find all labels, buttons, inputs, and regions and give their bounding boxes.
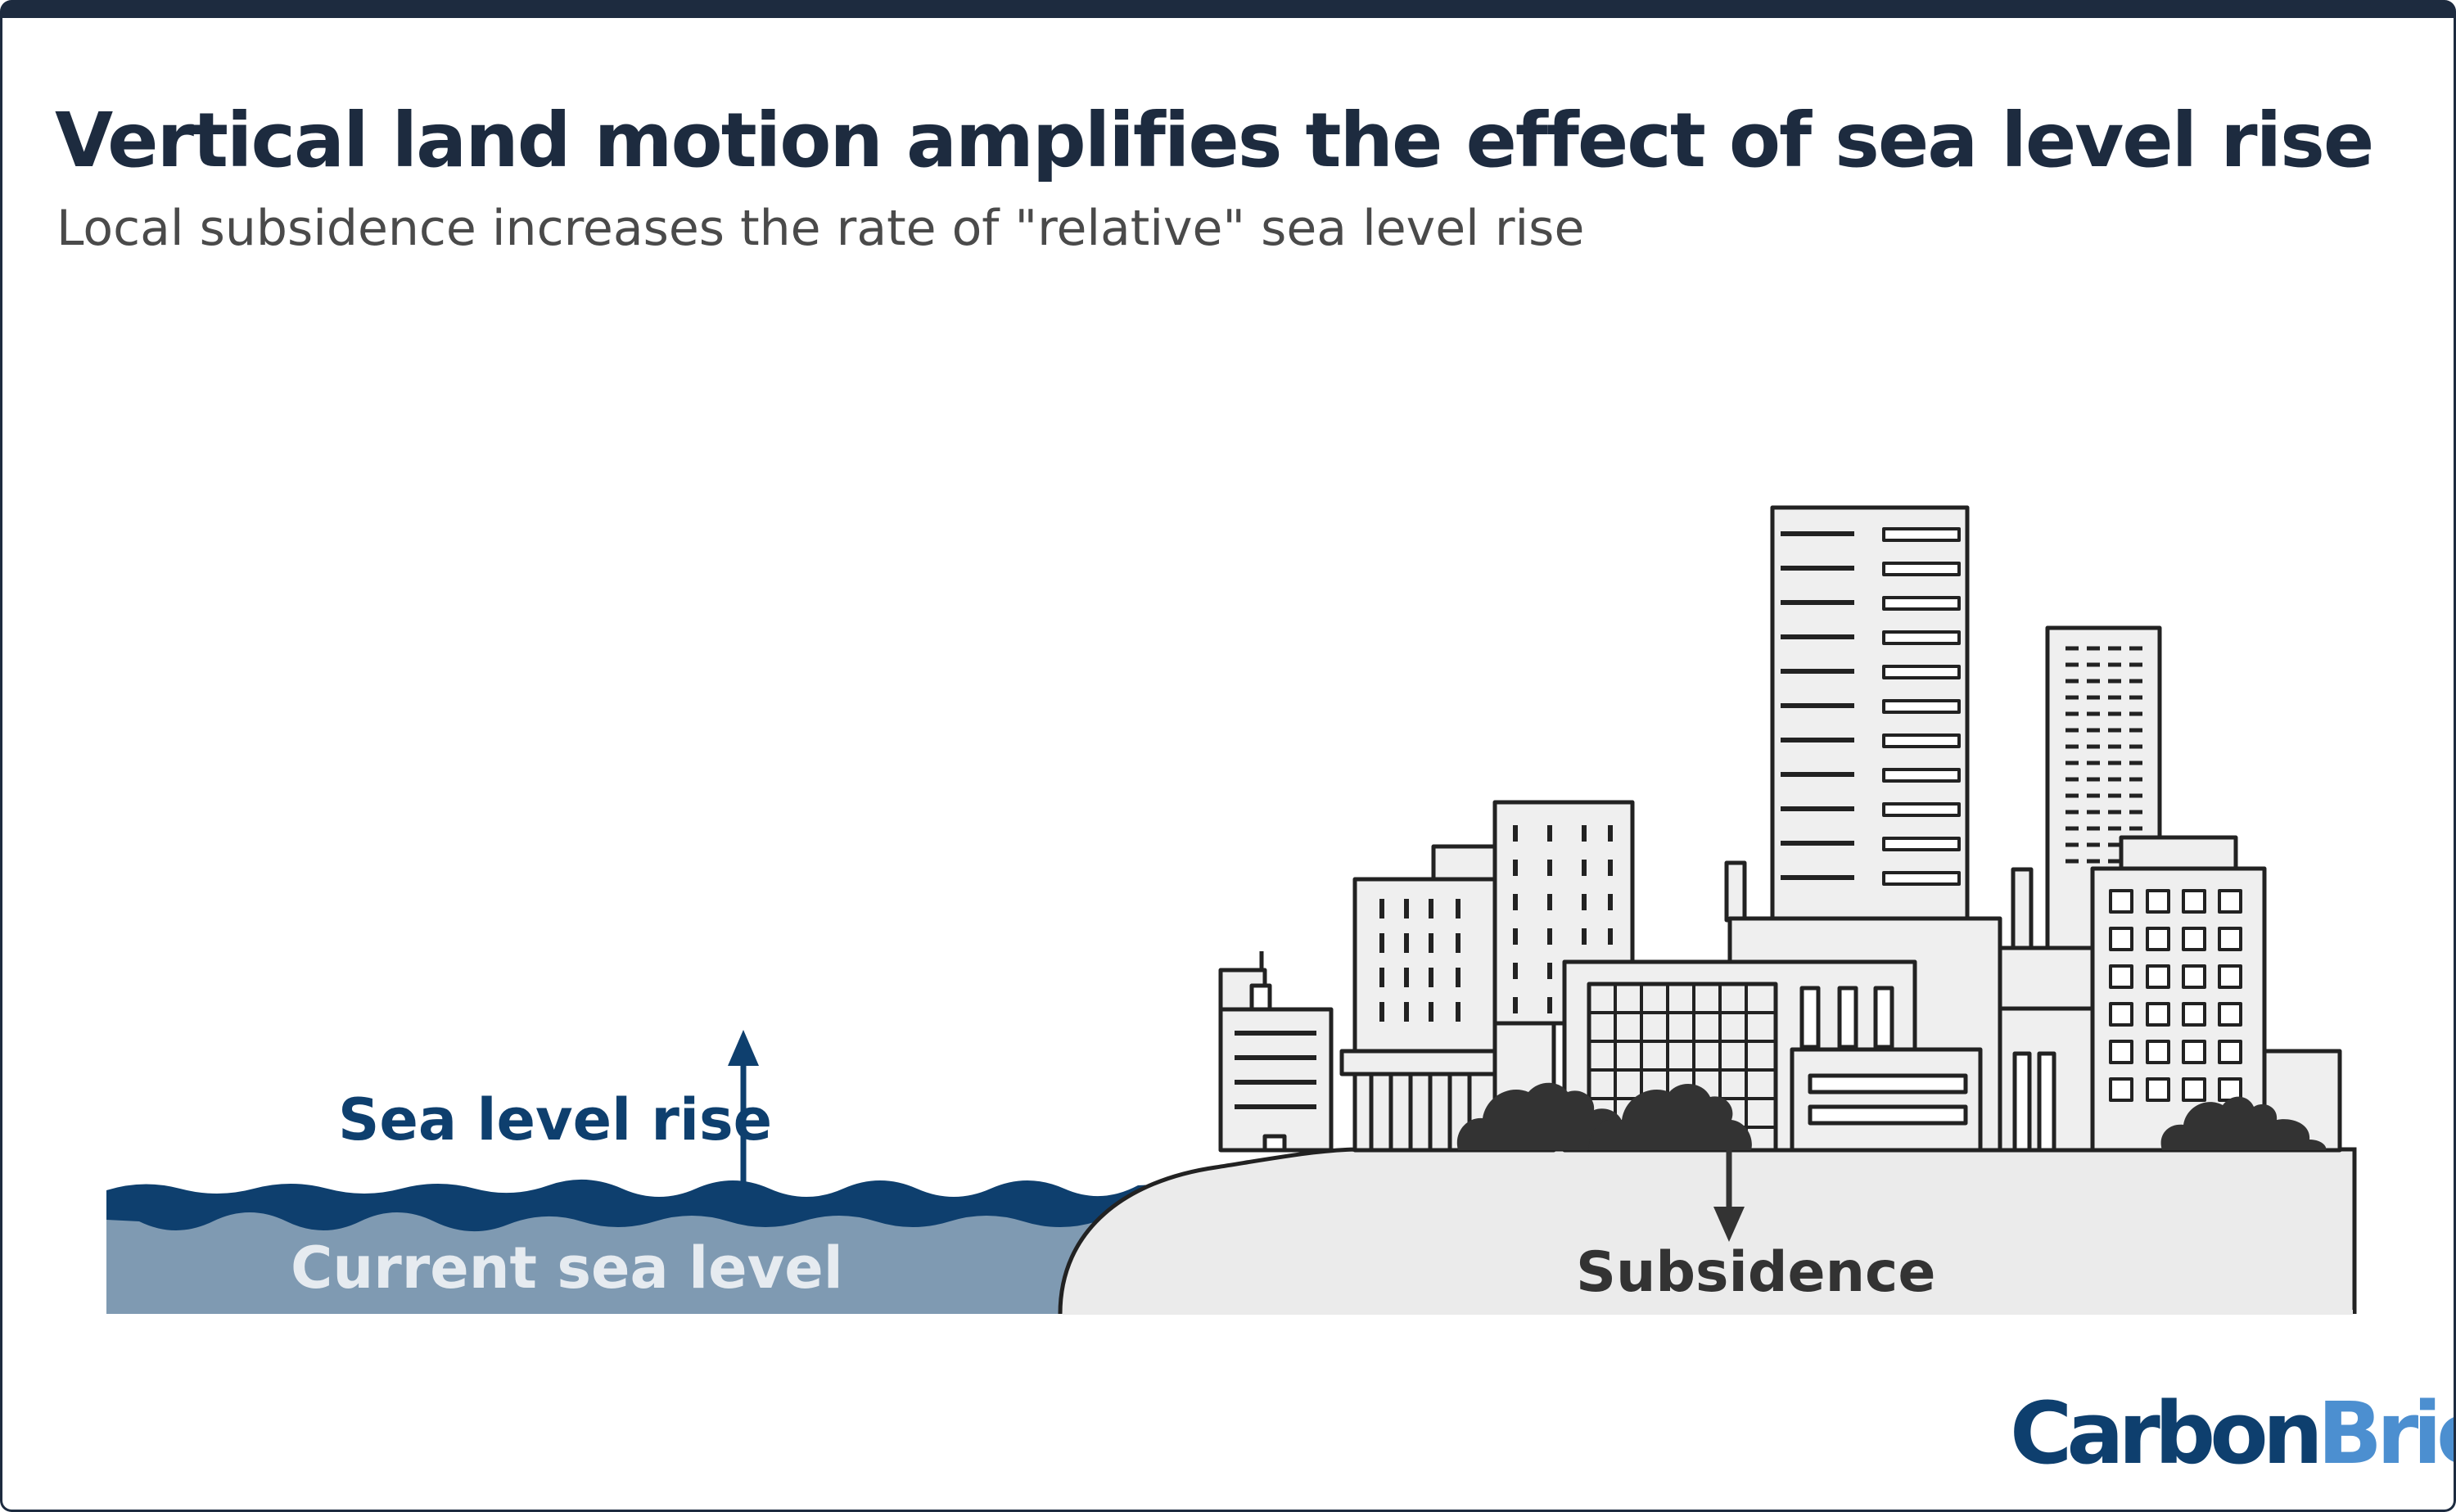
subsidence-arrow <box>1713 1150 1745 1242</box>
city-skyline <box>1218 505 2342 1153</box>
logo-part-carbon: Carbon <box>2010 1383 2323 1483</box>
building <box>1431 844 1497 882</box>
logo-part-brief: Brief <box>2317 1383 2454 1483</box>
sea-level-rise-band <box>106 1179 1171 1232</box>
page-subtitle: Local subsidence increases the rate of "… <box>56 200 1585 257</box>
carbonbrief-logo: CarbonBrief <box>2010 1383 2454 1483</box>
sea-level-rise-arrow <box>728 1030 759 1190</box>
sea-level-rise-label: Sea level rise <box>338 1086 773 1153</box>
shrub-mid <box>1588 1083 1752 1150</box>
current-sea-level-label: Current sea level <box>291 1234 843 1302</box>
diagram-scene <box>106 505 2357 1315</box>
current-sea-level-area <box>106 1209 1171 1314</box>
page-title: Vertical land motion amplifies the effec… <box>55 97 2374 184</box>
building <box>2119 835 2238 871</box>
building <box>1790 1047 1983 1153</box>
subsidence-label: Subsidence <box>1576 1240 1936 1305</box>
building <box>1352 877 1497 1054</box>
shrub-right <box>2160 1096 2327 1150</box>
